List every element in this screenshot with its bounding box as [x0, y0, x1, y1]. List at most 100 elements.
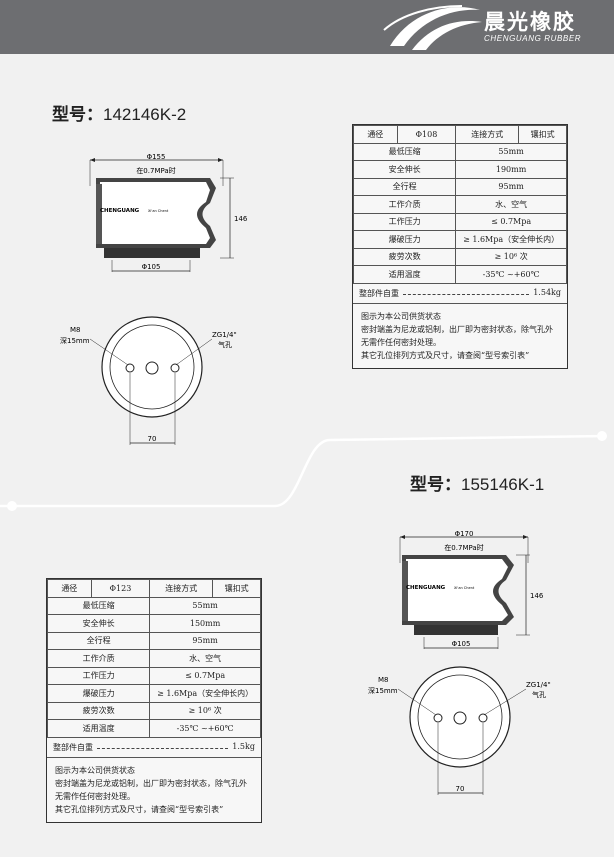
- spec-key: 最低压缩: [352, 142, 457, 161]
- model-label: 型号：: [410, 475, 461, 495]
- weight-line: 整部件自重 1.54kg: [353, 284, 567, 304]
- dim-pressure-note: 在0.7MPa时: [444, 543, 483, 552]
- spec-row: 工作压力≤ 0.7Mpa: [352, 212, 567, 231]
- spec-key: 爆破压力: [46, 684, 151, 703]
- spec-row: 工作介质水、空气: [352, 195, 567, 214]
- weight-value: 1.54kg: [533, 287, 561, 297]
- dim-spacing: 70: [148, 435, 157, 443]
- dim-bottom: Φ105: [452, 640, 471, 648]
- side-view-drawing-2: Φ170 在0.7MPa时 CHENGUANG Xi'an Chent Φ105…: [399, 530, 544, 649]
- logo-swoosh-icon: [383, 5, 482, 50]
- spec-head-cell: 镶扣式: [212, 579, 261, 598]
- spec-row: 工作压力≤ 0.7Mpa: [46, 666, 261, 685]
- spec-head-row: 通径 Φ108 连接方式 镶扣式: [353, 125, 567, 144]
- spec-row: 爆破压力≥ 1.6Mpa（安全伸长内）: [352, 230, 567, 249]
- weight-label: 整部件自重: [53, 742, 93, 752]
- brand-name-cn: 晨光橡胶: [484, 10, 576, 34]
- model-label: 型号：: [52, 105, 103, 125]
- spec-key: 工作压力: [46, 666, 151, 685]
- spec-head-row: 通径 Φ123 连接方式 镶扣式: [47, 579, 261, 598]
- spec-value: -35℃ ~+60℃: [149, 719, 261, 738]
- spec-value: -35℃ ~+60℃: [455, 265, 567, 284]
- spec-key: 工作介质: [352, 195, 457, 214]
- spec-head-cell: 连接方式: [149, 579, 214, 598]
- spec-value: ≥ 1.6Mpa（安全伸长内）: [455, 230, 567, 249]
- spec-key: 最低压缩: [46, 596, 151, 615]
- spec-head-cell: 镶扣式: [518, 125, 567, 144]
- dim-outer: Φ170: [455, 530, 474, 538]
- spec-value: 55mm: [455, 142, 567, 161]
- side-view-drawing-1: Φ155 在0.7MPa时 CHENGUANG Xi'an Chent Φ105…: [89, 153, 248, 272]
- note-line: 其它孔位排列方式及尺寸，请查阅“型号索引表”: [361, 350, 530, 360]
- spec-row: 爆破压力≥ 1.6Mpa（安全伸长内）: [46, 684, 261, 703]
- spec-value: 95mm: [149, 631, 261, 650]
- air-hole-note: 气孔: [218, 340, 232, 349]
- spec-value: 水、空气: [455, 195, 567, 214]
- spec-key: 全行程: [352, 177, 457, 196]
- spec-row: 适用温度-35℃ ~+60℃: [352, 265, 567, 284]
- spec-value: ≥ 10⁶ 次: [149, 701, 261, 720]
- spec-notes: 图示为本公司供货状态 密封端盖为尼龙或铝制，出厂即为密封状态，除气孔外无需作任何…: [47, 758, 261, 822]
- spec-notes: 图示为本公司供货状态 密封端盖为尼龙或铝制，出厂即为密封状态，除气孔外无需作任何…: [353, 304, 567, 368]
- hole-depth: 深15mm: [60, 336, 90, 345]
- spec-head-cell: 通径: [353, 125, 398, 144]
- spec-head-cell: Φ123: [90, 579, 151, 598]
- spec-key: 适用温度: [352, 265, 457, 284]
- air-hole-label: ZG1/4": [526, 681, 551, 689]
- spec-value: ≤ 0.7Mpa: [149, 666, 261, 685]
- dim-outer: Φ155: [147, 153, 166, 161]
- weight-line: 整部件自重 1.5kg: [47, 738, 261, 758]
- spec-row: 适用温度-35℃ ~+60℃: [46, 719, 261, 738]
- spec-value: 95mm: [455, 177, 567, 196]
- spec-row: 工作介质水、空气: [46, 649, 261, 668]
- header-bar: 晨光橡胶 CHENGUANG RUBBER: [0, 0, 614, 54]
- weight-dash: [97, 742, 229, 749]
- spec-key: 工作压力: [352, 212, 457, 231]
- hole-depth: 深15mm: [368, 686, 398, 695]
- spec-row: 疲劳次数≥ 10⁶ 次: [352, 247, 567, 266]
- spec-value: ≥ 1.6Mpa（安全伸长内）: [149, 684, 261, 703]
- top-view-drawing-2: M8 深15mm ZG1/4" 气孔 70: [368, 666, 551, 795]
- top-view-drawing-1: M8 深15mm ZG1/4" 气孔 70: [60, 316, 237, 445]
- note-line: 密封端盖为尼龙或铝制，出厂即为密封状态，除气孔外无需作任何密封处理。: [55, 778, 247, 801]
- dim-bottom: Φ105: [142, 263, 161, 271]
- brand: 晨光橡胶 CHENGUANG RUBBER: [484, 10, 581, 43]
- model-title-1: 型号：142146K-2: [52, 100, 186, 125]
- spec-value: 190mm: [455, 160, 567, 179]
- brand-name-en: CHENGUANG RUBBER: [484, 34, 582, 43]
- brand-tag: CHENGUANG: [406, 585, 446, 591]
- brand-tag: CHENGUANG: [100, 208, 140, 214]
- note-line: 其它孔位排列方式及尺寸，请查阅“型号索引表”: [55, 804, 224, 814]
- hole-label: M8: [70, 326, 81, 334]
- spec-key: 适用温度: [46, 719, 151, 738]
- hole-label: M8: [378, 676, 389, 684]
- weight-dash: [403, 288, 530, 295]
- weight-label: 整部件自重: [359, 288, 399, 298]
- weight-value: 1.5kg: [232, 741, 255, 751]
- air-hole-label: ZG1/4": [212, 331, 237, 339]
- spec-key: 安全伸长: [352, 160, 457, 179]
- dim-height: 146: [234, 215, 248, 223]
- air-hole-note: 气孔: [532, 690, 546, 699]
- brand-tag-sub: Xi'an Chent: [454, 586, 475, 590]
- spec-value: 水、空气: [149, 649, 261, 668]
- spec-key: 疲劳次数: [352, 247, 457, 266]
- note-line: 图示为本公司供货状态: [361, 311, 441, 321]
- model-number: 155146K-1: [461, 475, 545, 494]
- spec-value: 150mm: [149, 614, 261, 633]
- spec-value: ≥ 10⁶ 次: [455, 247, 567, 266]
- spec-row: 疲劳次数≥ 10⁶ 次: [46, 701, 261, 720]
- note-line: 密封端盖为尼龙或铝制，出厂即为密封状态，除气孔外无需作任何密封处理。: [361, 324, 553, 347]
- dim-height: 146: [530, 592, 544, 600]
- spec-key: 疲劳次数: [46, 701, 151, 720]
- spec-head-cell: Φ108: [396, 125, 457, 144]
